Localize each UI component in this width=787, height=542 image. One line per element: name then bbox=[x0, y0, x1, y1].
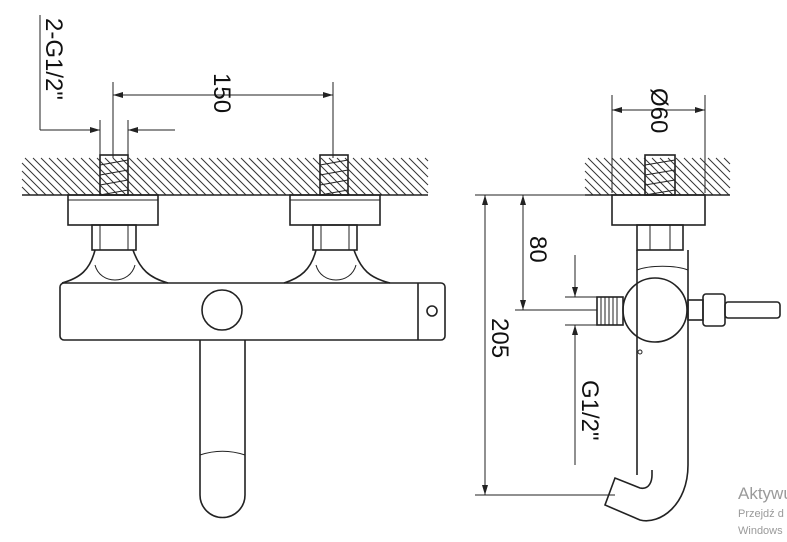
hatch-line bbox=[256, 157, 295, 196]
hatch-line bbox=[352, 157, 391, 196]
hatch-line bbox=[40, 157, 79, 196]
hatch-line bbox=[272, 157, 311, 196]
dim-escutcheon-diameter: Ø60 bbox=[645, 88, 672, 133]
side-escutcheon bbox=[611, 194, 706, 226]
hatch-line bbox=[176, 157, 215, 196]
hatch-line bbox=[723, 157, 731, 165]
hatch-line bbox=[584, 186, 594, 196]
hatch-line bbox=[144, 157, 183, 196]
dim-spacing: 150 bbox=[208, 73, 235, 113]
mixer-body bbox=[59, 282, 446, 341]
hatch-line bbox=[184, 157, 223, 196]
hatch-line bbox=[21, 162, 55, 196]
side-body-spout bbox=[603, 250, 689, 522]
hatch-line bbox=[312, 157, 351, 196]
side-handle bbox=[724, 301, 781, 319]
nut-left bbox=[91, 224, 137, 251]
hatch-line bbox=[192, 157, 231, 196]
hatch-line bbox=[248, 157, 287, 196]
hatch-line bbox=[88, 157, 127, 196]
dim-outlet-height: 80 bbox=[524, 236, 551, 263]
activation-watermark-line: Windows bbox=[738, 525, 783, 537]
hatch-line bbox=[635, 157, 674, 196]
hatch-line bbox=[611, 157, 650, 196]
hatch-line bbox=[344, 157, 383, 196]
nut-right bbox=[312, 224, 358, 251]
hatch-line bbox=[232, 157, 271, 196]
hatch-line bbox=[224, 157, 263, 196]
hatch-line bbox=[587, 157, 626, 196]
side-view: Ø60 205 80 G1/2" bbox=[475, 88, 781, 522]
hatch-line bbox=[21, 178, 39, 196]
hatch-line bbox=[104, 157, 143, 196]
hatch-line bbox=[264, 157, 303, 196]
hatch-line bbox=[208, 157, 247, 196]
dim-inlet-thread: 2-G1/2" bbox=[40, 18, 67, 100]
hatch-line bbox=[216, 157, 255, 196]
hatch-line bbox=[136, 157, 175, 196]
hatch-line bbox=[304, 157, 343, 196]
hatch-line bbox=[336, 157, 375, 196]
hatch-line bbox=[384, 157, 423, 196]
hatch-line bbox=[128, 157, 167, 196]
hatch-line bbox=[56, 157, 95, 196]
hatch-line bbox=[424, 157, 429, 162]
hatch-line bbox=[392, 157, 429, 194]
hatch-line bbox=[595, 157, 634, 196]
hatch-line bbox=[408, 157, 429, 178]
hatch-line bbox=[707, 157, 731, 181]
hatch-line bbox=[32, 157, 71, 196]
hatch-line bbox=[584, 178, 602, 196]
dim-side-thread: G1/2" bbox=[576, 380, 603, 441]
hatch-line bbox=[368, 157, 407, 196]
hatch-line bbox=[627, 157, 666, 196]
activation-watermark-title: Aktywu bbox=[738, 484, 787, 503]
dim-total-height: 205 bbox=[486, 318, 513, 358]
hatch-line bbox=[400, 157, 429, 186]
hatch-line bbox=[160, 157, 199, 196]
front-view: 2-G1/2" 150 bbox=[22, 15, 446, 519]
neck-right bbox=[283, 249, 391, 284]
side-knob bbox=[622, 277, 688, 343]
activation-watermark-line: Przejdź d bbox=[738, 508, 784, 520]
hatch-line bbox=[619, 157, 658, 196]
hatch-line bbox=[683, 157, 722, 196]
hatch-line bbox=[416, 157, 429, 170]
neck-left bbox=[61, 249, 169, 284]
diverter-knob bbox=[201, 289, 243, 331]
spout bbox=[199, 340, 246, 519]
hatch-line bbox=[21, 170, 47, 196]
hatch-line bbox=[48, 157, 87, 196]
side-nut bbox=[636, 224, 684, 251]
hatch-line bbox=[24, 157, 63, 196]
hatch-line bbox=[584, 170, 610, 196]
hatch-line bbox=[200, 157, 239, 196]
side-thread-connector bbox=[596, 296, 624, 326]
hatch-line bbox=[112, 157, 151, 196]
hatch-line bbox=[72, 157, 111, 196]
hatch-line bbox=[168, 157, 207, 196]
hatch-line bbox=[21, 186, 31, 196]
hatch-line bbox=[296, 157, 335, 196]
hatch-line bbox=[120, 157, 159, 196]
hatch-line bbox=[603, 157, 642, 196]
hatch-line bbox=[691, 157, 730, 196]
hatch-line bbox=[240, 157, 279, 196]
hatch-line bbox=[152, 157, 191, 196]
hatch-line bbox=[280, 157, 319, 196]
hatch-line bbox=[659, 157, 698, 196]
hatch-line bbox=[675, 157, 714, 196]
hatch-line bbox=[64, 157, 103, 196]
hatch-line bbox=[360, 157, 399, 196]
hatch-line bbox=[651, 157, 690, 196]
hatch-line bbox=[376, 157, 415, 196]
hatch-line bbox=[715, 157, 731, 173]
hatch-line bbox=[667, 157, 706, 196]
temperature-knob-icon bbox=[426, 305, 438, 317]
